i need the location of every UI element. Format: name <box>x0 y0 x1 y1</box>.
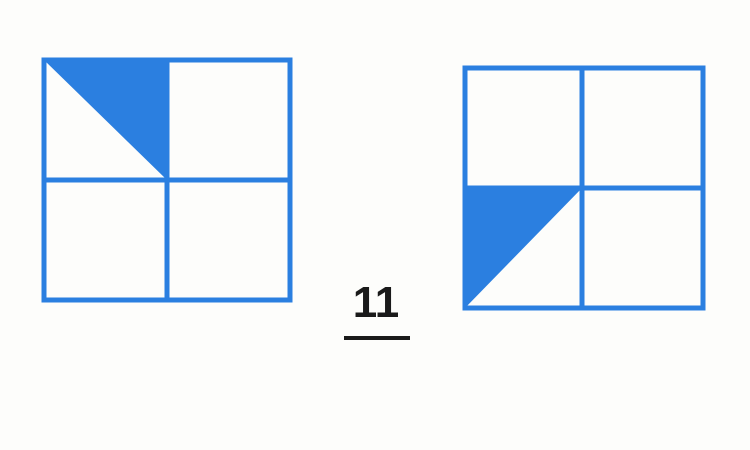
shaded-triangle <box>465 188 582 308</box>
right-grid <box>462 65 706 311</box>
figure-number-underline <box>344 336 410 340</box>
shaded-triangle <box>44 60 167 180</box>
figure-number: 11 <box>352 278 400 327</box>
left-grid <box>41 57 293 303</box>
